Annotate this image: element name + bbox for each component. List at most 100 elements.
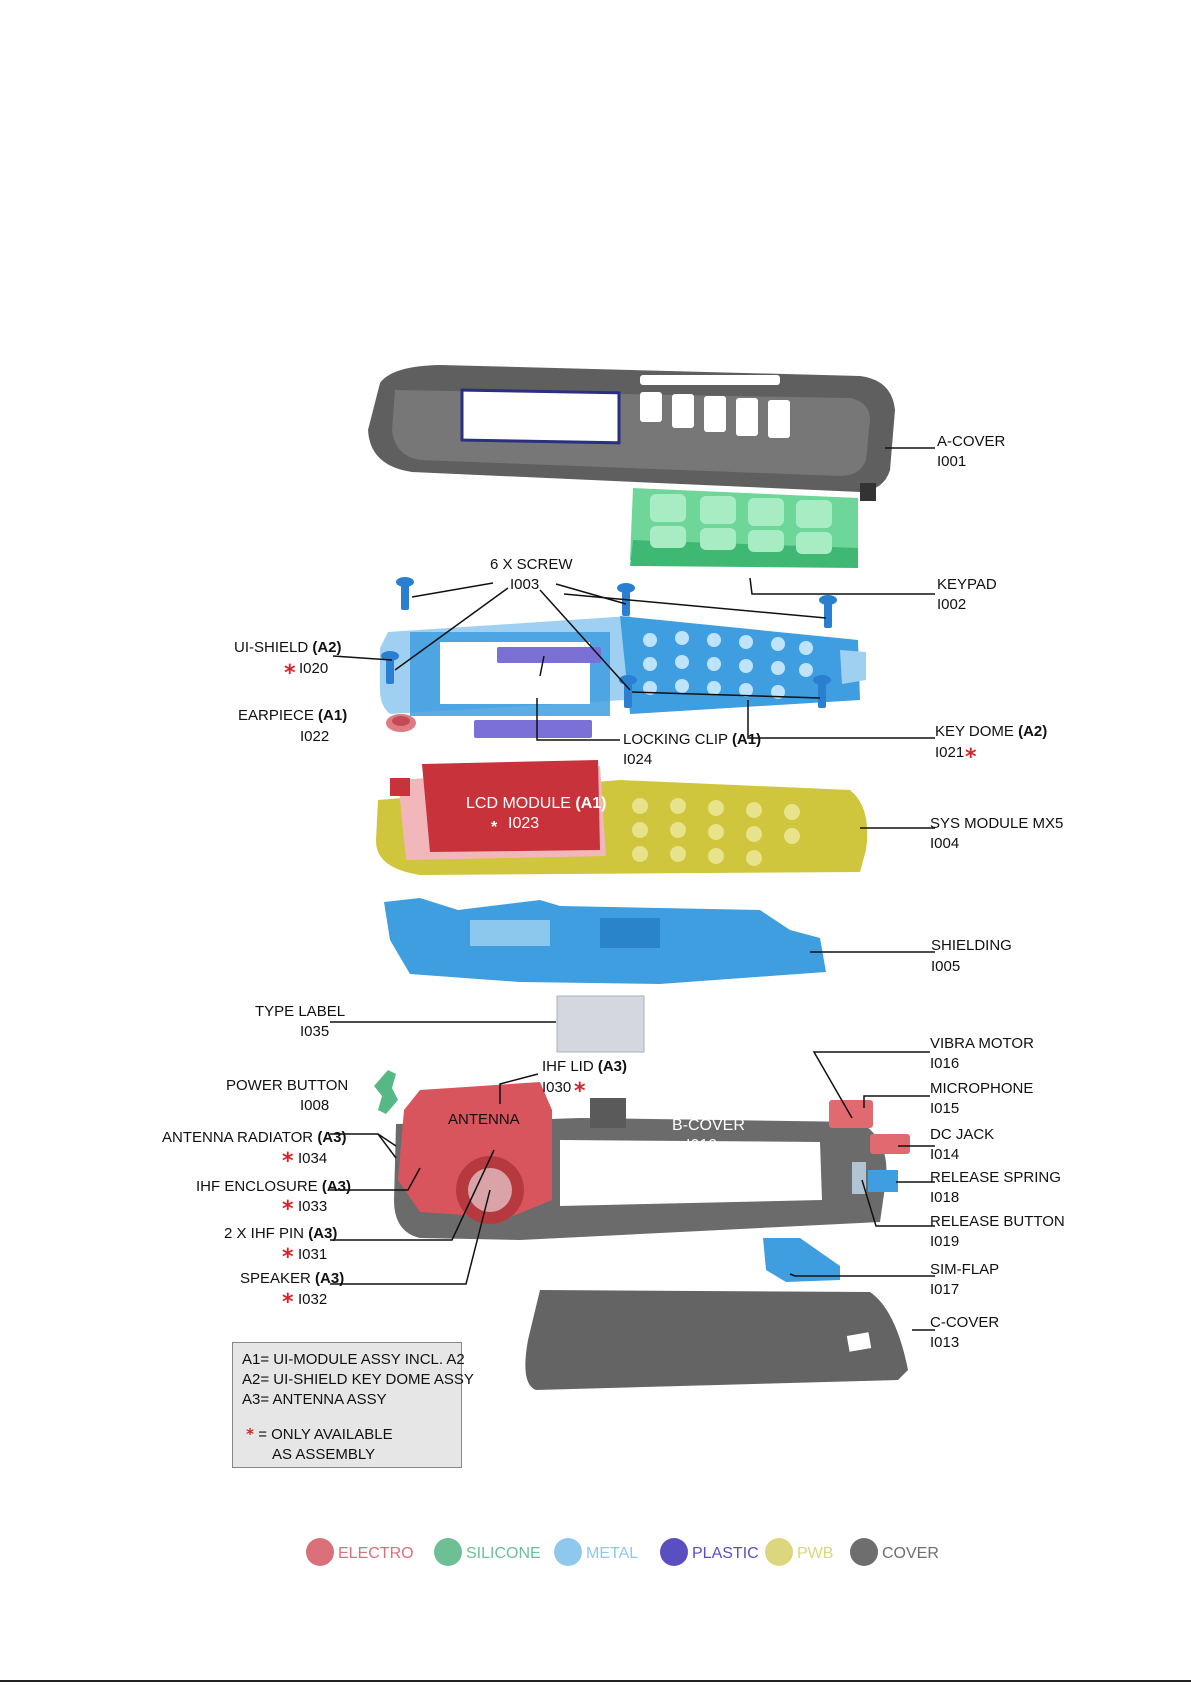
svg-text:*: * — [965, 745, 977, 770]
svg-text:I013: I013 — [930, 1334, 959, 1351]
keypad-part — [630, 488, 858, 568]
svg-text:A-COVER: A-COVER — [937, 433, 1006, 450]
svg-text:POWER BUTTON: POWER BUTTON — [226, 1077, 348, 1094]
leader-lines — [330, 447, 935, 1331]
svg-text:I004: I004 — [930, 835, 959, 852]
ui-shield-part — [380, 616, 866, 716]
legend-swatch-pwb — [765, 1538, 793, 1566]
svg-text:IHF ENCLOSURE (A3): IHF ENCLOSURE (A3) — [196, 1178, 351, 1195]
label-ihf-enclosure: IHF ENCLOSURE (A3) * I033 — [196, 1178, 351, 1222]
svg-text:*: * — [282, 1290, 294, 1315]
star-icon: * — [246, 1425, 255, 1443]
svg-text:I034: I034 — [298, 1150, 327, 1167]
label-keypad: KEYPAD I002 — [937, 576, 997, 613]
type-label-part — [556, 995, 645, 1053]
note-a2: A2= UI-SHIELD KEY DOME ASSY — [242, 1371, 474, 1388]
svg-text:I017: I017 — [930, 1281, 959, 1298]
svg-text:TYPE LABEL: TYPE LABEL — [255, 1003, 345, 1020]
svg-text:*: * — [282, 1197, 294, 1222]
label-type-label: TYPE LABEL I035 — [255, 1003, 345, 1040]
label-a-cover: A-COVER I001 — [937, 433, 1006, 470]
legend-swatch-silicone — [434, 1538, 462, 1566]
svg-text:6 X SCREW: 6 X SCREW — [490, 556, 573, 573]
svg-text:I016: I016 — [930, 1055, 959, 1072]
label-antenna: ANTENNA — [448, 1111, 520, 1128]
svg-text:I015: I015 — [930, 1100, 959, 1117]
shielding-part — [384, 898, 826, 984]
svg-text:I010: I010 — [686, 1137, 717, 1154]
vibra-mic-jack-parts — [829, 1100, 910, 1154]
svg-text:I022: I022 — [300, 728, 329, 745]
svg-text:LOCKING CLIP (A1): LOCKING CLIP (A1) — [623, 731, 761, 748]
svg-text:*: * — [282, 1149, 294, 1174]
ihf-antenna-assembly-part — [398, 1082, 552, 1224]
sim-flap-part — [763, 1238, 840, 1282]
label-ihf-lid: IHF LID (A3) I030 * — [542, 1058, 627, 1104]
svg-text:*: * — [574, 1079, 586, 1104]
svg-text:MICROPHONE: MICROPHONE — [930, 1080, 1033, 1097]
svg-text:I014: I014 — [930, 1146, 959, 1163]
svg-text:LCD MODULE (A1): LCD MODULE (A1) — [466, 795, 606, 812]
svg-text:I002: I002 — [937, 596, 966, 613]
svg-text:SHIELDING: SHIELDING — [931, 937, 1012, 954]
svg-text:C-COVER: C-COVER — [930, 1314, 999, 1331]
legend-label-cover: COVER — [882, 1545, 939, 1562]
svg-text:DC JACK: DC JACK — [930, 1126, 994, 1143]
label-lcd-module: LCD MODULE (A1) * I023 — [466, 795, 606, 836]
legend-label-pwb: PWB — [797, 1545, 833, 1562]
screw-parts — [381, 577, 837, 708]
bottom-rule — [0, 1680, 1191, 1682]
svg-text:I020: I020 — [299, 660, 328, 677]
label-release-spring: RELEASE SPRING I018 — [930, 1169, 1061, 1206]
legend-label-silicone: SILICONE — [466, 1545, 541, 1562]
note-a1: A1= UI-MODULE ASSY INCL. A2 — [242, 1351, 465, 1368]
svg-text:I005: I005 — [931, 958, 960, 975]
legend-label-electro: ELECTRO — [338, 1545, 414, 1562]
svg-text:I018: I018 — [930, 1189, 959, 1206]
earpiece-part — [386, 714, 416, 732]
svg-text:*: * — [282, 1245, 294, 1270]
svg-text:I032: I032 — [298, 1291, 327, 1308]
label-screw: 6 X SCREW I003 — [490, 556, 573, 593]
legend-swatch-cover — [850, 1538, 878, 1566]
a-cover-part — [368, 365, 895, 501]
label-key-dome: KEY DOME (A2) I021 * — [935, 723, 1047, 770]
svg-text:KEY DOME (A2): KEY DOME (A2) — [935, 723, 1047, 740]
svg-text:ANTENNA RADIATOR (A3): ANTENNA RADIATOR (A3) — [162, 1129, 346, 1146]
label-sim-flap: SIM-FLAP I017 — [930, 1261, 999, 1298]
label-shielding: SHIELDING I005 — [931, 937, 1012, 975]
svg-text:I031: I031 — [298, 1246, 327, 1263]
label-release-button: RELEASE BUTTON I019 — [930, 1213, 1065, 1250]
svg-text:*: * — [284, 661, 296, 686]
svg-text:VIBRA MOTOR: VIBRA MOTOR — [930, 1035, 1034, 1052]
label-ui-shield: UI-SHIELD (A2) * I020 — [234, 639, 342, 686]
release-spring-button-parts — [852, 1162, 898, 1194]
label-microphone: MICROPHONE I015 — [930, 1080, 1033, 1117]
svg-text:RELEASE BUTTON: RELEASE BUTTON — [930, 1213, 1065, 1230]
legend-swatch-metal — [554, 1538, 582, 1566]
svg-text:B-COVER: B-COVER — [672, 1117, 745, 1134]
svg-text:SYS MODULE MX5: SYS MODULE MX5 — [930, 815, 1063, 832]
svg-text:I030: I030 — [542, 1079, 571, 1096]
svg-text:IHF LID (A3): IHF LID (A3) — [542, 1058, 627, 1075]
svg-text:I019: I019 — [930, 1233, 959, 1250]
svg-text:EARPIECE (A1): EARPIECE (A1) — [238, 707, 347, 724]
svg-text:I001: I001 — [937, 453, 966, 470]
label-ihf-pin: 2 X IHF PIN (A3) * I031 — [224, 1225, 337, 1270]
label-c-cover: C-COVER I013 — [930, 1314, 999, 1351]
svg-text:SIM-FLAP: SIM-FLAP — [930, 1261, 999, 1278]
label-locking-clip: LOCKING CLIP (A1) I024 — [623, 731, 761, 768]
label-earpiece: EARPIECE (A1) I022 — [238, 707, 347, 745]
label-power-button: POWER BUTTON I008 — [226, 1077, 348, 1114]
note-a3: A3= ANTENNA ASSY — [242, 1391, 387, 1408]
note-star-line: * = ONLY AVAILABLE — [246, 1425, 393, 1443]
label-speaker: SPEAKER (A3) * I032 — [240, 1270, 344, 1315]
svg-text:I008: I008 — [300, 1097, 329, 1114]
legend-label-plastic: PLASTIC — [692, 1545, 759, 1562]
svg-text:*: * — [491, 819, 498, 836]
legend-swatch-electro — [306, 1538, 334, 1566]
power-button-part — [374, 1070, 398, 1114]
svg-text:RELEASE SPRING: RELEASE SPRING — [930, 1169, 1061, 1186]
locking-clip-part — [474, 647, 601, 738]
